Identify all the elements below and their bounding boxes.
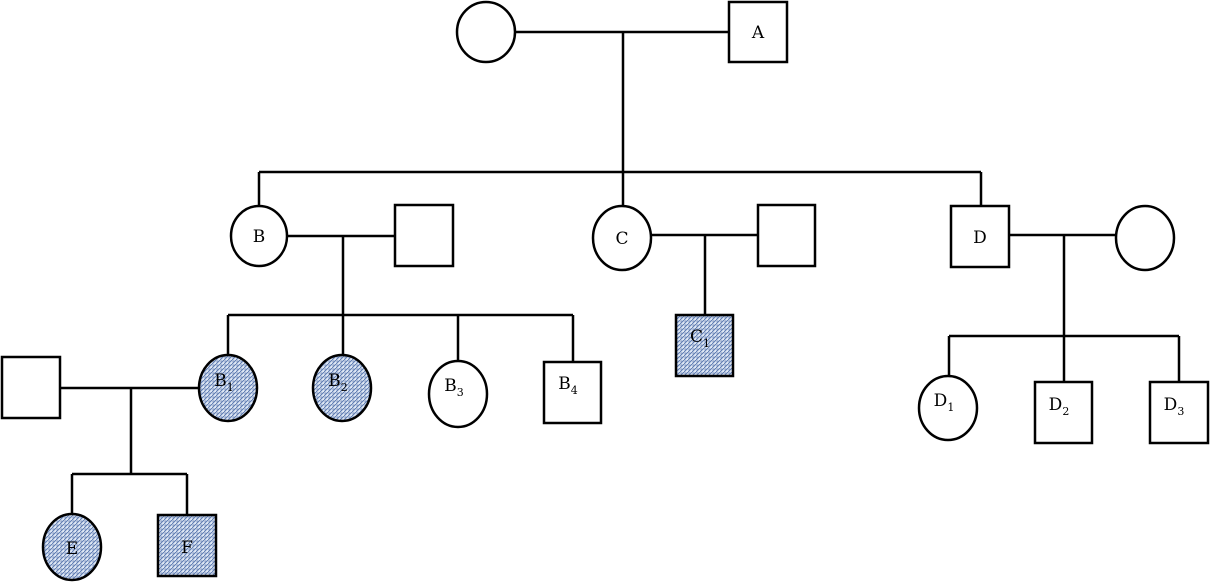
person-f-label: F: [181, 538, 193, 558]
person-d3-symbol: [1148, 380, 1210, 445]
person-b3-label: B3: [444, 376, 464, 399]
person-f-symbol: [156, 513, 218, 578]
generation-4: E F: [41, 512, 218, 582]
person-b4-label: B4: [558, 374, 578, 397]
generation-1: A: [455, 0, 789, 64]
person-e-label: E: [66, 539, 78, 559]
connector-lines: [60, 30, 1181, 515]
person-b1-label: B1: [214, 371, 234, 394]
person-b-label: B: [253, 227, 266, 247]
person-c1-symbol: [674, 313, 735, 378]
person-b-symbol: [229, 204, 289, 268]
person-c-symbol: [591, 204, 653, 272]
person-c-spouse-symbol: [756, 203, 817, 268]
person-e-symbol: [41, 512, 103, 582]
gen1-mother-symbol: [455, 0, 517, 64]
person-d-label: D: [973, 228, 987, 248]
person-d1-label: D1: [934, 391, 955, 414]
person-b2-label: B2: [328, 371, 348, 394]
person-a-symbol: [727, 0, 789, 64]
person-b1-symbol: [197, 353, 259, 423]
person-d3-label: D3: [1164, 395, 1185, 418]
person-d-symbol: [949, 204, 1011, 269]
generation-2: B C D: [229, 203, 1176, 272]
person-b2-symbol: [311, 353, 373, 423]
person-d1-symbol: [917, 374, 979, 442]
person-a-label: A: [751, 23, 765, 43]
person-b-spouse-symbol: [393, 203, 455, 268]
person-c-label: C: [615, 229, 628, 249]
person-c1-label: C1: [690, 327, 710, 350]
person-d2-label: D2: [1049, 395, 1070, 418]
person-b1-spouse-symbol: [0, 355, 62, 420]
person-d2-symbol: [1033, 380, 1094, 445]
generation-3: B1 B2 B3 B4 C1 D1 D2 D3: [0, 313, 1210, 445]
person-b3-symbol: [427, 359, 489, 429]
person-b4-symbol: [542, 360, 603, 425]
person-d-spouse-symbol: [1114, 204, 1176, 272]
